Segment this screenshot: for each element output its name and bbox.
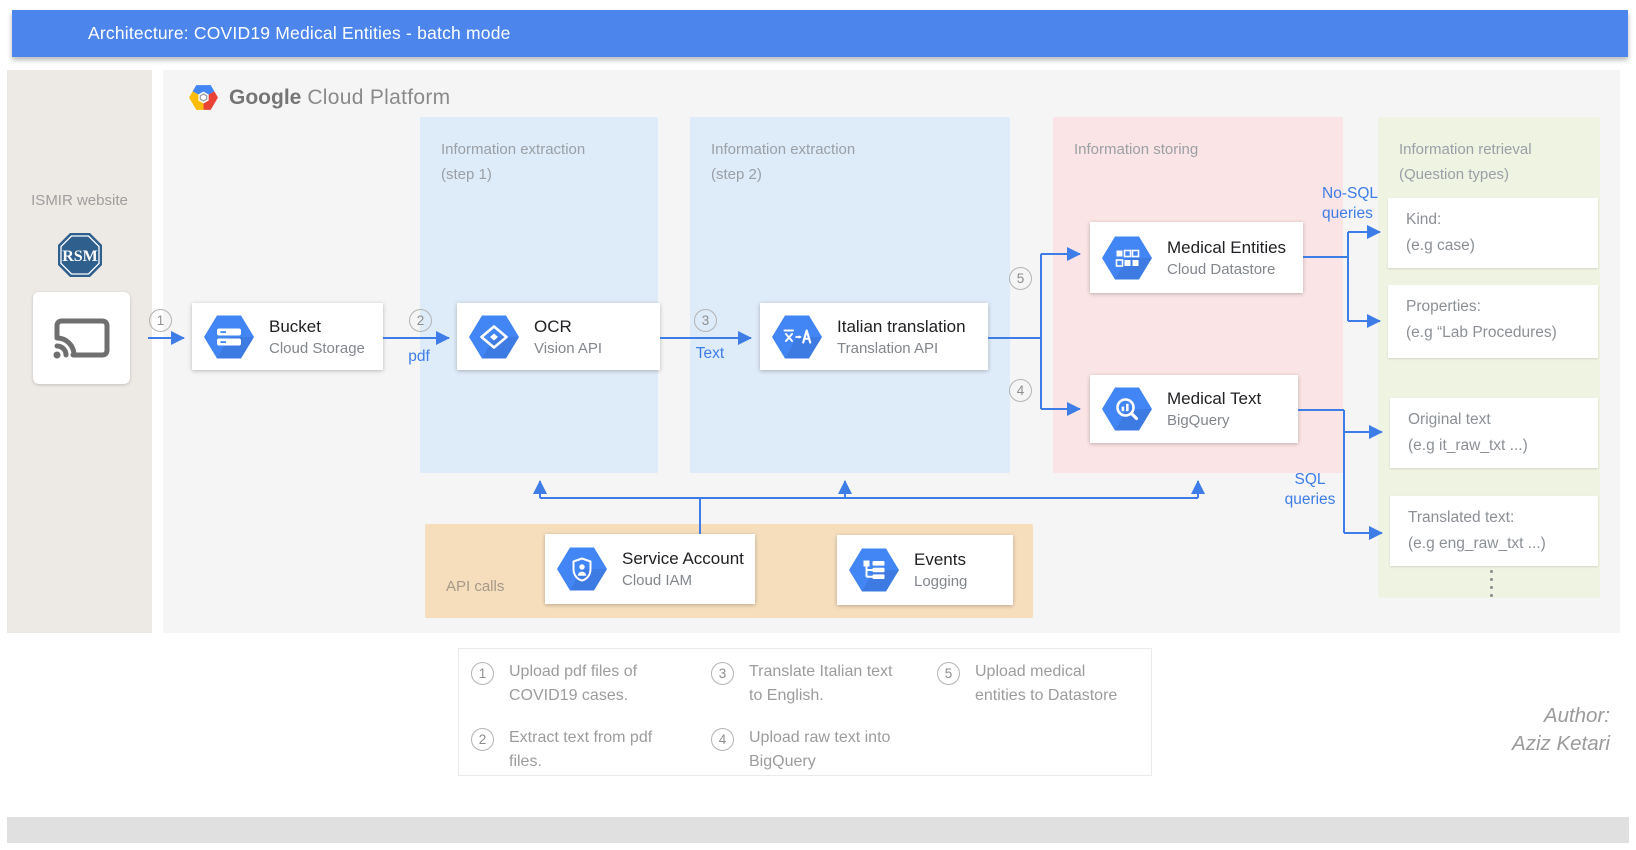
node-service-account: Service Account Cloud IAM (545, 534, 755, 604)
node-events-subtitle: Logging (914, 573, 968, 590)
cloud-datastore-icon (1102, 236, 1152, 279)
panel-extraction-step1: Information extraction (step 1) (420, 117, 658, 473)
legend-badge-3: 3 (711, 662, 734, 685)
step-badge-3: 3 (694, 309, 717, 332)
gcp-brand: Google Cloud Platform (187, 83, 450, 112)
node-italian-translation-title: Italian translation (837, 316, 966, 336)
panel-extraction-step2-header: Information extraction (step 2) (711, 141, 856, 183)
node-ocr-title: OCR (534, 316, 572, 336)
legend-badge-2: 2 (471, 728, 494, 751)
legend-box: 1 Upload pdf files of COVID19 cases. 2 E… (458, 648, 1152, 776)
cloud-storage-icon (204, 315, 254, 358)
legend-badge-5: 5 (937, 662, 960, 685)
retrieval-box-translated-text: Translated text: (e.g eng_raw_txt ...) (1390, 496, 1598, 566)
node-bucket-title: Bucket (269, 316, 321, 336)
node-medical-entities-title: Medical Entities (1167, 237, 1287, 257)
vision-api-icon (469, 315, 519, 358)
legend-text-4: Upload raw text into BigQuery (749, 729, 891, 770)
retrieval-box-properties: Properties: (e.g “Lab Procedures) (1388, 285, 1598, 358)
panel-information-retrieval-header: Information retrieval (Question types) (1399, 141, 1532, 183)
node-events: Events Logging (837, 535, 1013, 605)
bigquery-icon (1102, 387, 1152, 431)
step-badge-4: 4 (1009, 379, 1032, 402)
edge-label-sql-queries: SQL queries (1284, 471, 1336, 508)
node-bucket-subtitle: Cloud Storage (269, 339, 365, 357)
node-service-account-title: Service Account (622, 549, 744, 568)
node-italian-translation-subtitle: Translation API (837, 339, 939, 357)
iss-rsm-logo-icon: RSM (56, 231, 104, 279)
brand-google: Google (229, 85, 302, 109)
gcp-logo-icon (189, 85, 218, 110)
node-medical-entities-subtitle: Cloud Datastore (1167, 260, 1276, 278)
legend-text-2: Extract text from pdf files. (509, 729, 653, 770)
panel-information-storing-header: Information storing (1074, 141, 1199, 158)
node-italian-translation: Italian translation Translation API (760, 303, 988, 370)
panel-extraction-step2: Information extraction (step 2) (690, 117, 1010, 473)
cast-screen-box (33, 292, 130, 384)
node-events-title: Events (914, 550, 966, 569)
legend-text-3: Translate Italian text to English. (749, 663, 893, 704)
edge-label-text: Text (695, 345, 725, 362)
retrieval-box-kind: Kind: (e.g case) (1388, 198, 1598, 268)
edge-label-pdf: pdf (408, 348, 430, 365)
ismir-sidebar: ISMIR website RSM (7, 70, 152, 633)
legend-text-1: Upload pdf files of COVID19 cases. (509, 663, 638, 704)
brand-cloud-platform: Cloud Platform (307, 85, 451, 109)
page-title: Architecture: COVID19 Medical Entities -… (88, 23, 511, 43)
legend-badge-1: 1 (471, 662, 494, 685)
edge-label-nosql-queries: No-SQL queries (1322, 185, 1378, 222)
svg-text:RSM: RSM (62, 248, 98, 265)
node-medical-text: Medical Text BigQuery (1090, 375, 1298, 443)
gcp-canvas: Google Cloud Platform Information extrac… (163, 70, 1620, 633)
retrieval-box-original-text: Original text (e.g it_raw_txt ...) (1390, 398, 1598, 468)
legend-text-5: Upload medical entities to Datastore (975, 663, 1118, 704)
node-medical-entities: Medical Entities Cloud Datastore (1090, 222, 1303, 293)
cast-icon (53, 318, 109, 359)
ellipsis-vertical-icon (1490, 570, 1493, 597)
step-badge-1: 1 (149, 309, 172, 332)
node-bucket: Bucket Cloud Storage (192, 303, 383, 370)
logging-icon (849, 548, 899, 592)
author-credit: Author: Aziz Ketari (1512, 704, 1610, 755)
node-service-account-subtitle: Cloud IAM (622, 572, 693, 589)
node-ocr: OCR Vision API (457, 303, 660, 370)
cloud-iam-icon (557, 547, 607, 591)
legend-badge-4: 4 (711, 728, 734, 751)
node-medical-text-subtitle: BigQuery (1167, 412, 1230, 429)
node-medical-text-title: Medical Text (1167, 389, 1262, 408)
step-badge-5: 5 (1009, 267, 1032, 290)
sidebar-label: ISMIR website (31, 192, 128, 209)
translation-api-icon (772, 315, 822, 358)
panel-api-calls-label: API calls (446, 578, 505, 595)
node-ocr-subtitle: Vision API (534, 339, 603, 357)
step-badge-2: 2 (409, 309, 432, 332)
bottom-bar (7, 817, 1629, 843)
title-bar: Architecture: COVID19 Medical Entities -… (12, 10, 1628, 57)
panel-extraction-step1-header: Information extraction (step 1) (441, 141, 586, 183)
